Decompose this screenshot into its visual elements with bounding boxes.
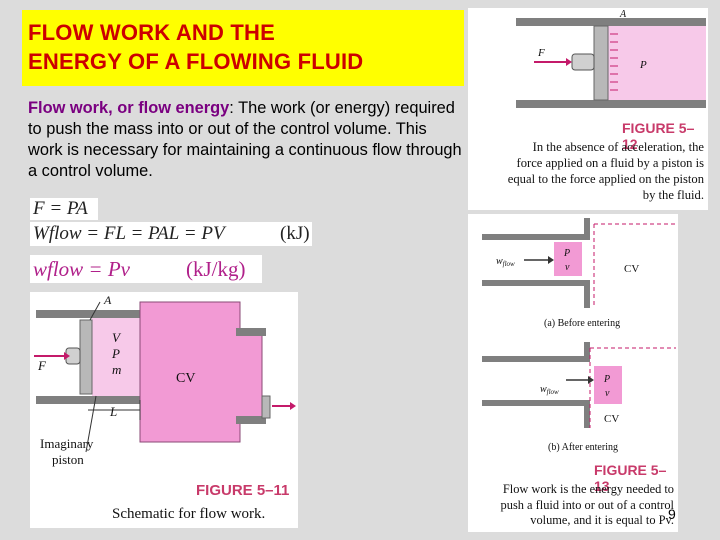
equation-force-text: F = PA [33, 198, 88, 219]
definition-paragraph: Flow work, or flow energy: The work (or … [28, 98, 464, 182]
equation-specific-flow-work: wflow = Pv (kJ/kg) [30, 255, 262, 283]
figure-5-12-caption-line: force applied on a fluid by a piston is [516, 156, 704, 170]
equation-specific-flow-work-unit: (kJ/kg) [186, 257, 246, 281]
b-cv-boundary [589, 347, 676, 428]
equation-force: F = PA [30, 198, 98, 220]
a-wflow-arrow-head [548, 256, 554, 264]
a-caption: (a) Before entering [544, 318, 620, 329]
figure-5-11-label: FIGURE 5–11 [196, 482, 290, 499]
figure-5-13-diagram: wflow P v CV (a) Before entering wflow P… [482, 218, 676, 453]
b-caption: (b) After entering [548, 442, 618, 453]
figure-5-13-caption-line: push a fluid into or out of a control [500, 497, 674, 512]
a-label-P: P [563, 248, 570, 259]
b-fluid-parcel [594, 366, 622, 404]
a-upper-step [584, 218, 590, 234]
outlet-piston [261, 395, 271, 419]
figure-5-11-caption: Schematic for flow work. [112, 506, 266, 522]
label-CV: CV [176, 371, 195, 386]
equation-flow-work: Wflow = FL = PAL = PV (kJ) [30, 222, 312, 246]
equation-flow-work-unit: (kJ) [280, 223, 310, 244]
figure-5-13-caption-line: Flow work is the energy needed to [502, 482, 674, 496]
piston [593, 25, 609, 101]
figure-5-11-diagram: A V P m F CV L Imaginary piston [34, 293, 296, 467]
force-arrow-head [566, 58, 572, 66]
a-upper-pipe [482, 234, 590, 240]
label-A: A [619, 9, 627, 20]
label-A: A [103, 293, 112, 307]
label-piston: piston [52, 452, 84, 467]
b-label-P: P [603, 374, 610, 385]
label-F: F [537, 47, 545, 59]
fluid-region [608, 26, 706, 100]
outlet-upper-wall [236, 328, 266, 336]
lower-wall [516, 100, 706, 108]
b-upper-pipe [482, 356, 590, 362]
label-P: P [111, 346, 120, 361]
label-V: V [112, 330, 122, 345]
b-lower-pipe [482, 400, 590, 406]
b-upper-step [584, 342, 590, 356]
figure-5-12-caption-line: by the fluid. [642, 188, 704, 202]
label-m: m [112, 362, 121, 377]
a-label-CV: CV [624, 263, 639, 275]
b-lower-step [584, 406, 590, 428]
b-label-v: v [605, 388, 610, 399]
figure-5-12-caption-line: equal to the force applied on the piston [507, 172, 704, 186]
upper-wall [36, 310, 146, 318]
b-label-w: wflow [540, 384, 559, 396]
figure-5-12: A F P FIGURE 5–12 In the absence of acce… [468, 8, 708, 210]
a-cv-boundary [593, 223, 676, 308]
label-P: P [639, 59, 647, 71]
definition-term: Flow work, or flow energy [28, 99, 230, 117]
a-label-w-main: w [496, 256, 503, 267]
figure-5-13-caption-line: volume, and it is equal to Pv. [530, 513, 674, 527]
title-line-2: ENERGY OF A FLOWING FLUID [28, 49, 364, 74]
slide-title: FLOW WORK AND THE ENERGY OF A FLOWING FL… [22, 10, 464, 86]
label-L: L [109, 404, 117, 419]
figure-5-12-caption: In the absence of acceleration, the forc… [474, 139, 704, 203]
b-label-w-sub: flow [547, 388, 559, 396]
a-label-w: wflow [496, 256, 515, 268]
equation-flow-work-text: Wflow = FL = PAL = PV [33, 223, 225, 244]
figure-5-12-label: FIGURE 5–12 [622, 120, 695, 152]
figure-5-12-caption-line: In the absence of acceleration, the [532, 140, 704, 154]
b-wflow-arrow-head [588, 376, 594, 384]
b-label-w-main: w [540, 384, 547, 395]
piston [79, 319, 93, 395]
lower-wall [36, 396, 146, 404]
figure-5-13: wflow P v CV (a) Before entering wflow P… [468, 214, 678, 532]
area-leader [89, 301, 101, 321]
upper-wall [516, 18, 706, 26]
figure-5-11: A V P m F CV L Imaginary piston FIGURE 5… [30, 292, 298, 528]
equation-specific-flow-work-text: wflow = Pv [33, 257, 131, 281]
label-imaginary: Imaginary [40, 436, 94, 451]
definition-text: : The work (or energy) required to push … [28, 99, 462, 180]
page-number: 9 [668, 506, 676, 522]
a-fluid-parcel [554, 242, 582, 276]
title-line-1: FLOW WORK AND THE [28, 20, 275, 45]
figure-5-12-diagram: A F P [516, 9, 706, 108]
outlet-arrow-head [290, 402, 296, 410]
a-label-v: v [565, 262, 570, 273]
a-label-w-sub: flow [503, 260, 515, 268]
fluid-slab [92, 318, 146, 396]
piston-leader [85, 395, 97, 453]
label-F: F [37, 358, 47, 373]
force-arrow-head [64, 352, 70, 360]
outlet-lower-wall [236, 416, 266, 424]
figure-5-13-caption: Flow work is the energy needed to push a… [468, 482, 674, 529]
a-lower-pipe [482, 280, 590, 286]
pressure-arrows [610, 33, 618, 91]
b-label-CV: CV [604, 413, 619, 425]
piston-rod [571, 53, 595, 71]
figure-5-13-label: FIGURE 5–13 [594, 462, 667, 494]
a-lower-step [584, 286, 590, 308]
